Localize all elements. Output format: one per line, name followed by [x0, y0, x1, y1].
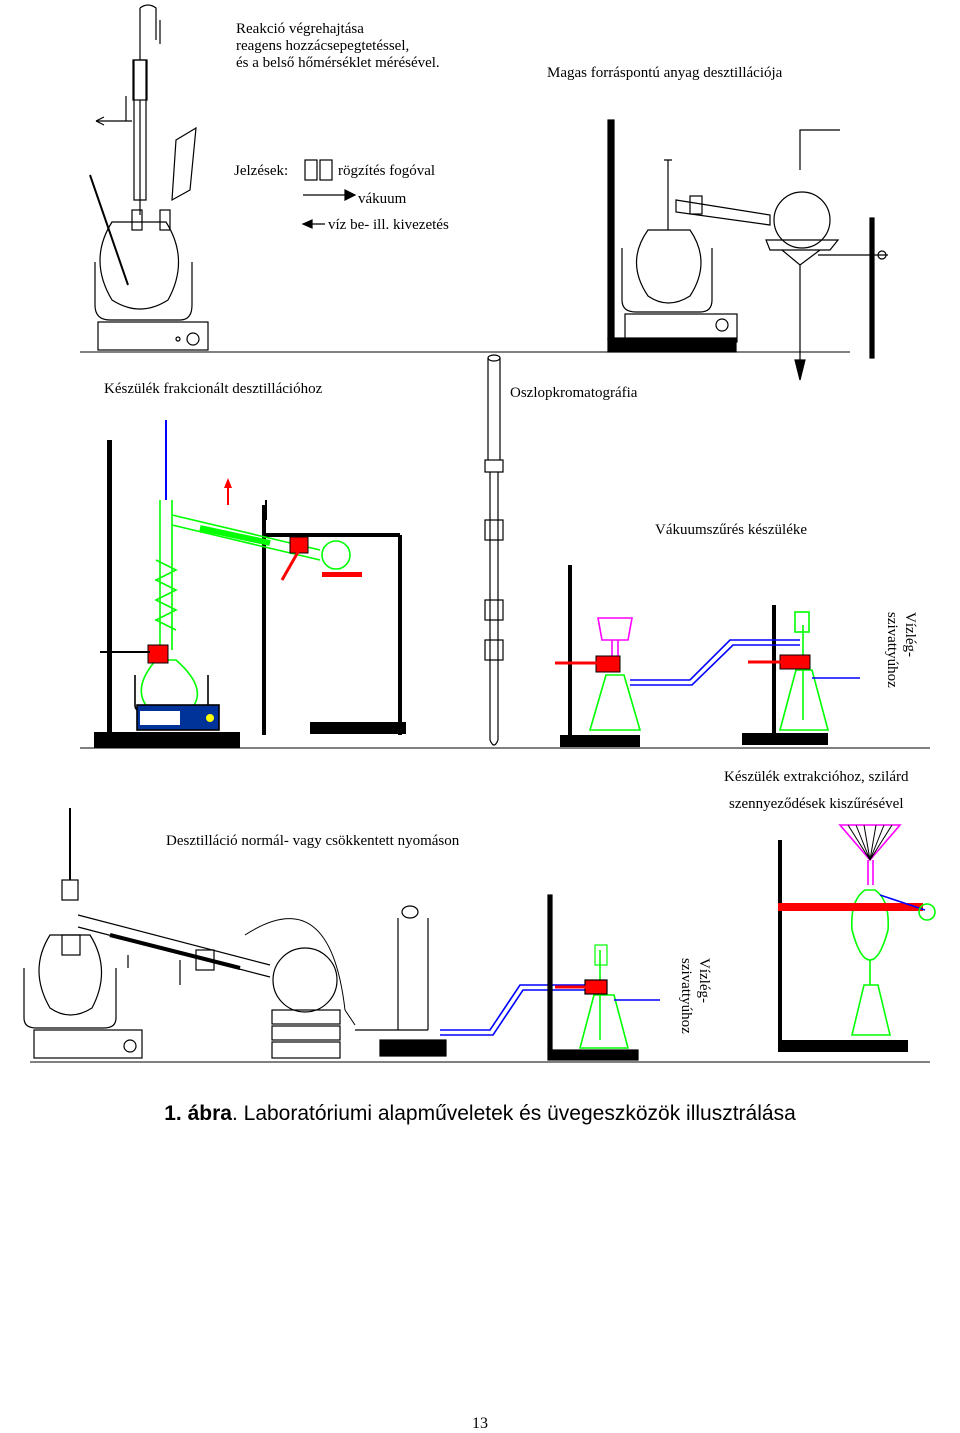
reaction-label-line1: Reakció végrehajtása: [236, 21, 364, 37]
caption-label: 1. ábra: [164, 1102, 232, 1125]
vacuum-filter-pump-line1: Vízlég-: [902, 612, 918, 657]
caption-text: . Laboratóriumi alapműveletek és üvegesz…: [231, 1102, 796, 1125]
legend-prefix: Jelzések:: [234, 163, 289, 179]
column-title: Oszlopkromatográfia: [510, 385, 638, 401]
legend-vacuum-label: vákuum: [358, 191, 407, 207]
pressure-distillation: [23, 808, 660, 1061]
vacuum-arrow-icon: [303, 189, 357, 201]
high-bp-title: Magas forráspontú anyag desztillációja: [547, 65, 783, 81]
high-bp-distillation: [607, 119, 888, 381]
extraction-label-line2: szennyeződések kiszűrésével: [729, 796, 904, 812]
fractional-distillation: [94, 420, 406, 748]
legend-clamp-label: rögzítés fogóval: [338, 163, 436, 179]
page-number: 13: [472, 1415, 488, 1432]
distillation-pump-line2: szivattyúhoz: [678, 958, 694, 1034]
vacuum-filtration: [555, 565, 860, 747]
extraction-label-line1: Készülék extrakcióhoz, szilárd: [724, 769, 909, 785]
extraction-apparatus: [778, 824, 936, 1052]
vacuum-filter-title: Vákuumszűrés készüléke: [655, 522, 808, 538]
vacuum-filter-pump-line2: szivattyúhoz: [884, 612, 900, 688]
clamp-icon: [304, 159, 333, 181]
legend-symbols: [301, 159, 357, 229]
chromatography-column: [484, 354, 504, 746]
reaction-label-line2: reagens hozzácsepegtetéssel,: [236, 38, 410, 54]
distillation-title: Desztilláció normál- vagy csökkentett ny…: [166, 833, 460, 849]
legend-water-label: víz be- ill. kivezetés: [328, 217, 449, 233]
figure-caption: 1. ábra. Laboratóriumi alapműveletek és …: [0, 1102, 960, 1126]
distillation-pump-line1: Vízlég-: [696, 958, 712, 1003]
reaction-apparatus: [89, 4, 209, 351]
fractional-title: Készülék frakcionált desztillációhoz: [104, 381, 323, 397]
water-arrow-icon: [301, 219, 325, 229]
reaction-label-line3: és a belső hőmérséklet mérésével.: [236, 55, 440, 71]
